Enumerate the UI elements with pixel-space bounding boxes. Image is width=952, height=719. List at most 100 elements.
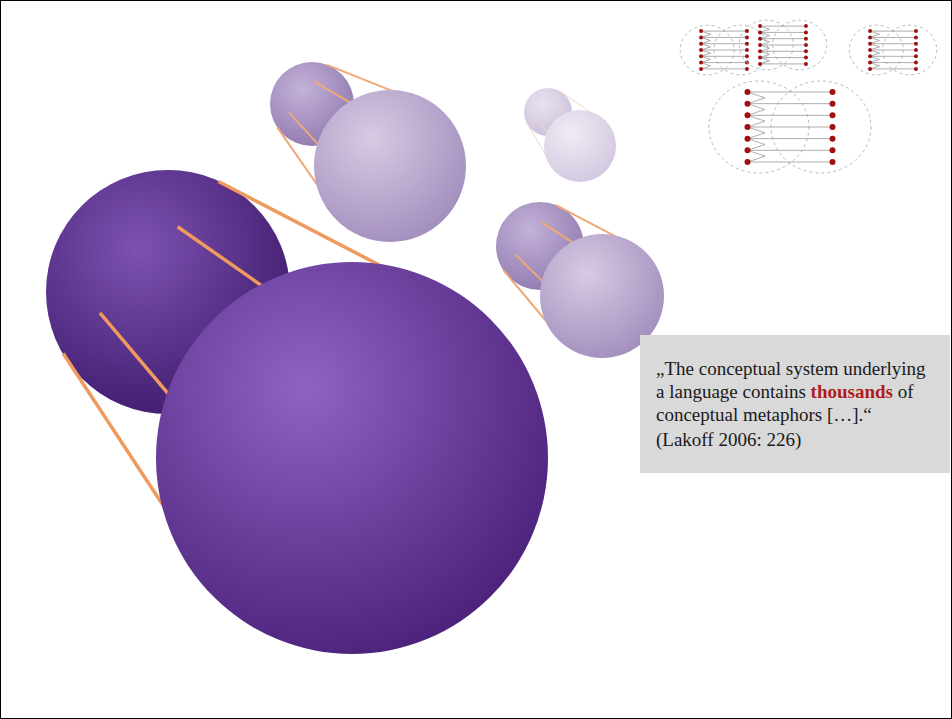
concept-dot xyxy=(745,159,751,165)
concept-dot xyxy=(745,48,749,52)
concept-dot xyxy=(758,24,762,28)
concept-dot xyxy=(868,42,872,46)
concept-dot xyxy=(868,54,872,58)
mapping-stroke xyxy=(748,138,833,139)
mapping-stroke xyxy=(760,32,806,33)
mapping-stroke xyxy=(701,56,747,57)
concept-dot xyxy=(758,56,762,60)
mapping-stroke xyxy=(760,51,806,52)
concept-dot xyxy=(830,112,836,118)
target-sphere xyxy=(156,262,548,654)
mapping-stroke xyxy=(748,139,766,151)
concept-dot xyxy=(745,35,749,39)
concept-dot xyxy=(745,136,751,142)
sphere-pair xyxy=(524,88,616,182)
concept-dot xyxy=(868,29,872,33)
concept-dot xyxy=(758,43,762,47)
concept-dot xyxy=(830,89,836,95)
mapping-stroke xyxy=(760,57,806,58)
concept-dot xyxy=(699,67,703,71)
mapping-schematic xyxy=(709,81,871,173)
concept-dot xyxy=(745,112,751,118)
mapping-stroke xyxy=(760,45,806,46)
sphere-pair xyxy=(270,62,466,242)
concept-dot xyxy=(745,101,751,107)
mapping-stroke xyxy=(870,62,916,63)
mapping-stroke xyxy=(870,43,916,44)
concept-dot xyxy=(804,24,808,28)
concept-dot xyxy=(914,48,918,52)
concept-dot xyxy=(830,147,836,153)
concept-dot xyxy=(868,67,872,71)
emphasis-word: thousands xyxy=(811,381,893,402)
concept-dot xyxy=(830,124,836,130)
concept-dot xyxy=(914,61,918,65)
mapping-stroke xyxy=(870,56,916,57)
target-sphere xyxy=(544,110,616,182)
concept-dot xyxy=(830,136,836,142)
quote-box: „The conceptual system underlying a lang… xyxy=(640,335,950,473)
mapping-stroke xyxy=(701,31,747,32)
concept-dot xyxy=(914,67,918,71)
mapping-stroke xyxy=(748,115,766,127)
concept-dot xyxy=(868,35,872,39)
mapping-stroke xyxy=(748,127,766,139)
concept-dot xyxy=(804,56,808,60)
concept-dot xyxy=(804,43,808,47)
mapping-stroke xyxy=(760,26,806,27)
concept-dot xyxy=(699,48,703,52)
concept-dot xyxy=(758,30,762,34)
concept-dot xyxy=(745,54,749,58)
concept-dot xyxy=(830,159,836,165)
mapping-stroke xyxy=(701,50,747,51)
mapping-stroke xyxy=(701,68,747,69)
mapping-stroke xyxy=(748,92,766,104)
concept-dot xyxy=(914,35,918,39)
citation: (Lakoff 2006: 226) xyxy=(656,428,934,451)
concept-dot xyxy=(745,67,749,71)
concept-dot xyxy=(804,37,808,41)
concept-dot xyxy=(699,42,703,46)
mapping-stroke xyxy=(701,37,747,38)
concept-dot xyxy=(868,61,872,65)
mapping-stroke xyxy=(870,50,916,51)
mapping-stroke xyxy=(870,37,916,38)
concept-dot xyxy=(758,62,762,66)
mapping-stroke xyxy=(701,43,747,44)
concept-dot xyxy=(914,42,918,46)
concept-dot xyxy=(804,49,808,53)
mapping-stroke xyxy=(748,127,833,128)
concept-dot xyxy=(745,89,751,95)
mapping-stroke xyxy=(748,162,833,163)
concept-dot xyxy=(758,37,762,41)
concept-dot xyxy=(745,42,749,46)
concept-dot xyxy=(804,62,808,66)
mapping-stroke xyxy=(760,38,806,39)
concept-dot xyxy=(745,147,751,153)
mapping-stroke xyxy=(748,150,766,162)
mapping-stroke xyxy=(748,103,833,104)
mapping-schematic xyxy=(680,25,767,75)
concept-dot xyxy=(914,29,918,33)
concept-dot xyxy=(804,30,808,34)
mapping-stroke xyxy=(870,68,916,69)
target-sphere xyxy=(314,90,466,242)
concept-dot xyxy=(758,49,762,53)
mapping-schematic xyxy=(739,20,826,70)
concept-dot xyxy=(868,48,872,52)
mapping-stroke xyxy=(748,150,833,151)
mapping-stroke xyxy=(701,62,747,63)
mapping-stroke xyxy=(748,92,833,93)
mapping-stroke xyxy=(748,115,833,116)
concept-dot xyxy=(830,101,836,107)
mapping-stroke xyxy=(870,31,916,32)
mapping-schematic xyxy=(849,25,936,75)
sphere-pair xyxy=(46,170,548,654)
concept-dot xyxy=(699,54,703,58)
concept-dot xyxy=(745,124,751,130)
mapping-stroke xyxy=(760,63,806,64)
concept-dot xyxy=(699,29,703,33)
mapping-stroke xyxy=(748,104,766,116)
concept-dot xyxy=(914,54,918,58)
